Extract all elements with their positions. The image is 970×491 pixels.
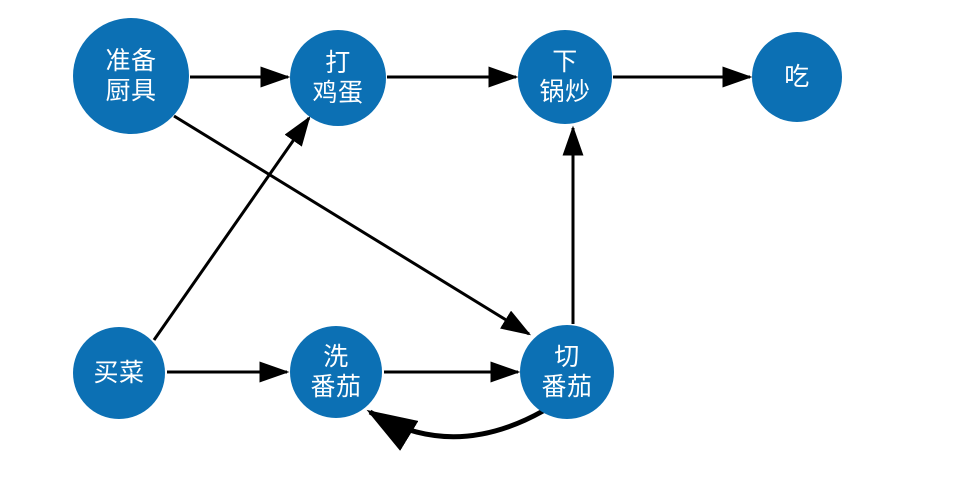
node-label: 切 番茄 — [541, 343, 593, 401]
node-stir-fry[interactable]: 下 锅炒 — [518, 30, 612, 124]
node-eat[interactable]: 吃 — [752, 32, 842, 122]
edge-buy-to-beat — [152, 116, 311, 341]
node-label: 打 鸡蛋 — [312, 49, 364, 107]
node-label: 准备 厨具 — [105, 47, 157, 105]
node-cut-tomato[interactable]: 切 番茄 — [520, 325, 614, 419]
node-label: 下 锅炒 — [539, 48, 591, 106]
node-label: 买菜 — [93, 359, 145, 387]
edge-cut-back-to-wash — [366, 408, 545, 451]
node-label: 吃 — [784, 63, 810, 91]
edge-prepare-to-cut — [173, 114, 532, 336]
node-label: 洗 番茄 — [310, 343, 362, 401]
node-beat-eggs[interactable]: 打 鸡蛋 — [290, 30, 386, 126]
node-buy-food[interactable]: 买菜 — [73, 327, 165, 419]
node-prepare-tools[interactable]: 准备 厨具 — [73, 18, 189, 134]
node-wash-tomato[interactable]: 洗 番茄 — [290, 326, 382, 418]
